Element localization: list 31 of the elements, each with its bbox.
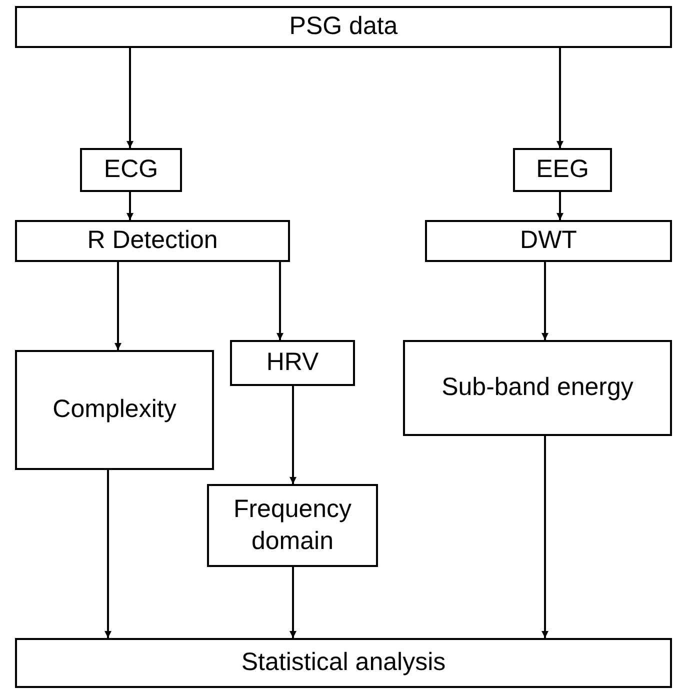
process-box — [80, 148, 182, 192]
process-box — [207, 484, 378, 567]
box-label: Complexity — [52, 394, 176, 426]
box-label: HRV — [266, 347, 319, 378]
box-label: ECG — [104, 154, 158, 186]
arrow — [290, 386, 296, 484]
process-box — [15, 220, 290, 262]
process-box — [15, 638, 672, 688]
process-box — [425, 220, 672, 262]
arrow — [542, 262, 548, 340]
arrow — [104, 470, 112, 638]
process-box — [513, 148, 612, 192]
arrow — [556, 192, 564, 220]
arrow — [114, 262, 122, 350]
arrow — [290, 567, 296, 638]
process-box — [15, 6, 672, 48]
process-box — [403, 340, 672, 436]
box-label: EEG — [536, 154, 589, 186]
process-box — [230, 340, 355, 386]
box-label: DWT — [520, 225, 577, 256]
box-label: Sub-band energy — [442, 372, 634, 404]
arrow — [126, 192, 134, 220]
arrow — [542, 436, 548, 638]
box-label: Frequency domain — [232, 494, 353, 556]
arrow — [126, 48, 134, 148]
box-label: R Detection — [87, 225, 218, 256]
arrow — [556, 48, 564, 148]
arrow — [276, 262, 284, 340]
process-box — [15, 350, 214, 470]
box-label: PSG data — [289, 11, 398, 42]
box-label: Statistical analysis — [241, 647, 446, 678]
